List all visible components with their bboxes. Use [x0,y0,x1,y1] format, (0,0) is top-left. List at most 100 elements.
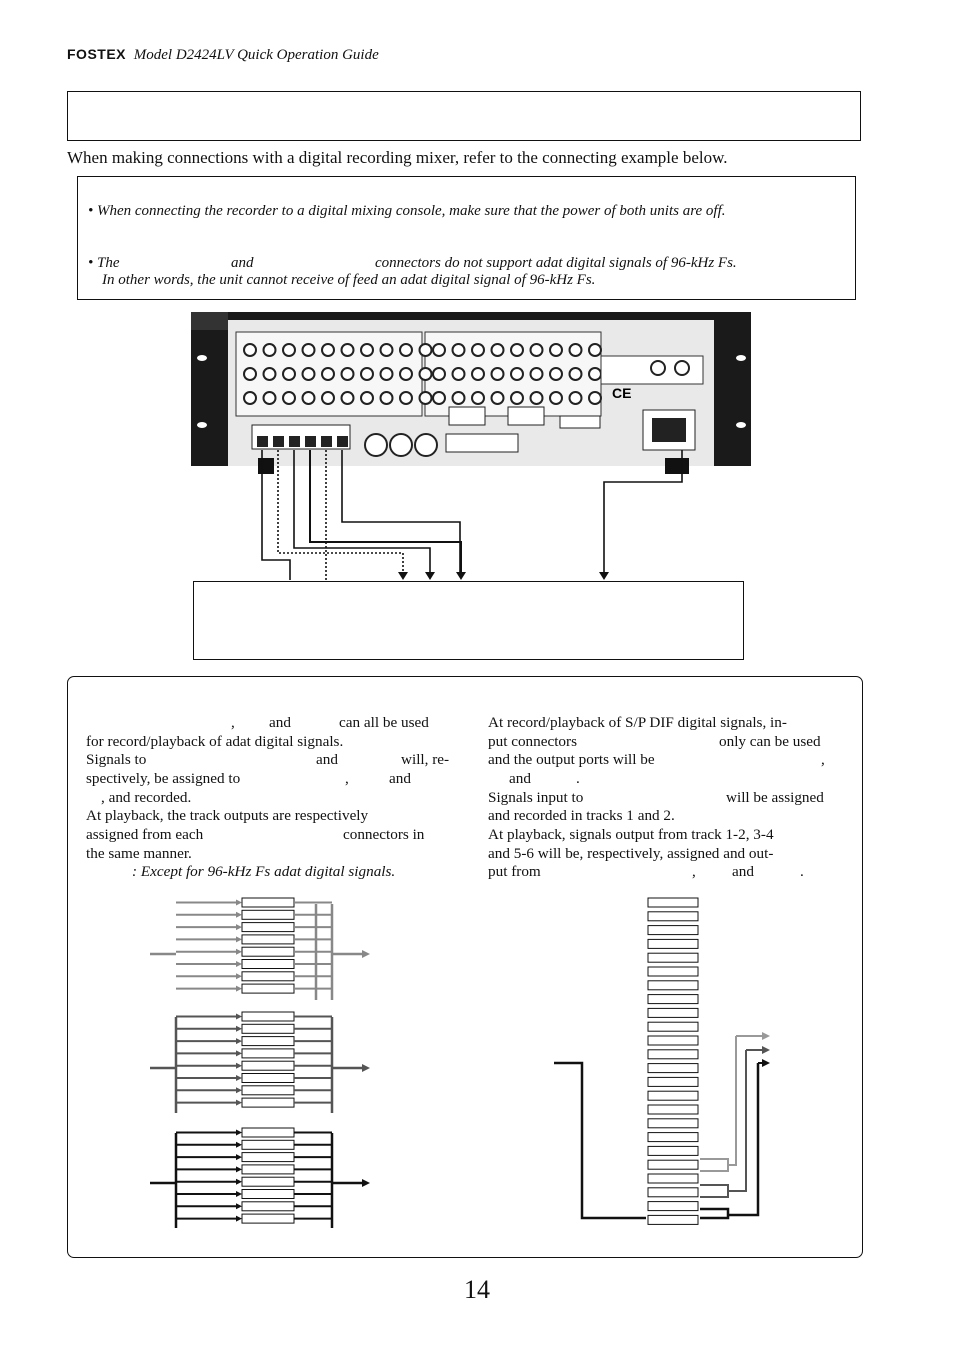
analog-jack [379,391,394,405]
track-box [241,959,295,969]
note2-and: and [231,255,254,271]
track-box [647,1063,699,1074]
analog-jack [301,343,316,357]
rc-willassigned: will be assigned [726,789,824,806]
track-box [241,922,295,933]
brand-logo: FOSTEX [67,46,127,62]
rc-comma2: , [692,863,696,880]
analog-jack [510,343,524,357]
lc-and2: and [316,751,338,768]
analog-jack [588,367,602,381]
analog-jack [529,391,544,405]
analog-jack [321,343,335,357]
lc-willre: will, re- [401,751,450,768]
track-box [241,1139,295,1150]
track-box [647,1076,699,1087]
note-power-off: • When connecting the recorder to a digi… [88,203,726,219]
analog-jack [549,391,563,405]
analog-jack [282,343,296,357]
analog-jack [399,343,413,357]
rc-period1: . [576,770,580,787]
analog-jack [243,343,257,357]
track-box [647,1118,699,1129]
note2-rest: connectors do not support adat digital s… [375,255,737,271]
analog-jack [418,391,433,405]
rc-period2: . [800,863,804,880]
note2-line2: In other words, the unit cannot receive … [102,272,596,288]
analog-jack [471,367,485,381]
section-title-box [67,91,861,141]
analog-jack [510,391,524,405]
digital-mixer-box [193,581,744,660]
page-number: 14 [464,1275,490,1304]
track-box [647,1035,699,1046]
note2-prefix: • The [88,255,120,271]
assignment-box [67,676,863,1258]
rc-onlyused: only can be used [719,733,821,750]
analog-jack [568,343,583,357]
lc-recorded: , and recorded. [101,789,192,806]
analog-jack [529,367,544,381]
analog-jack [262,343,277,357]
rack-hole [197,422,207,428]
lc-and3: and [389,770,411,787]
track-box [241,1060,295,1071]
rc-signals: Signals input to [488,789,584,806]
analog-jack [301,367,316,381]
page-header: FOSTEX Model D2424LV Quick Operation Gui… [67,46,379,64]
lc-comma2: , [345,770,349,787]
rack-hole [736,422,746,428]
guide-title: Model D2424LV Quick Operation Guide [133,47,379,63]
analog-jack [418,367,433,381]
analog-jack [432,367,446,381]
track-box [241,1201,295,1212]
lc-samemanner: the same manner. [86,845,192,862]
rc-and1: and [509,770,531,787]
analog-jack [262,391,277,405]
analog-jack [490,391,505,405]
rc-putfrom: put from [488,863,541,880]
analog-jack [379,367,394,381]
lc-spectively: spectively, be assigned to [86,770,241,787]
track-box [647,1104,699,1115]
track-box [241,1073,295,1083]
analog-jack [301,391,316,405]
track-box [647,925,699,936]
track-box [241,897,295,908]
spdif-assignment-diagram [554,897,770,1225]
lc-comma1: , [231,714,235,731]
track-box [647,966,699,977]
analog-jack [568,391,583,405]
svg-text:CE: CE [612,385,631,401]
adat-assignment-diagram [150,897,370,1228]
analog-jack [549,343,563,357]
lc-except: : Except for 96-kHz Fs adat digital sign… [132,863,396,880]
analog-jack [451,391,466,405]
track-box [647,911,699,922]
analog-jack [529,343,544,357]
track-box [241,1011,295,1022]
track-box [647,980,699,991]
analog-jack [399,367,413,381]
analog-jack [588,391,602,405]
lc-canall: can all be used [339,714,429,731]
track-box [647,938,699,949]
track-box [241,1127,295,1138]
analog-jack [432,343,446,357]
analog-jack [471,391,485,405]
track-box [241,1048,295,1059]
analog-jack [510,367,524,381]
track-box [647,1145,699,1156]
rc-putconn: put connectors [488,733,577,750]
track-box [647,1007,699,1018]
connection-diagram: CE [191,312,751,580]
track-box [647,1159,699,1170]
rc-comma1: , [821,751,825,768]
track-box [647,1049,699,1060]
lc-signals: Signals to [86,751,147,768]
analog-jack [243,391,257,405]
analog-jack [490,343,505,357]
lc-line2: for record/playback of adat digital sign… [86,733,344,750]
track-box [241,1023,295,1034]
lc-assigned: assigned from each [86,826,204,843]
